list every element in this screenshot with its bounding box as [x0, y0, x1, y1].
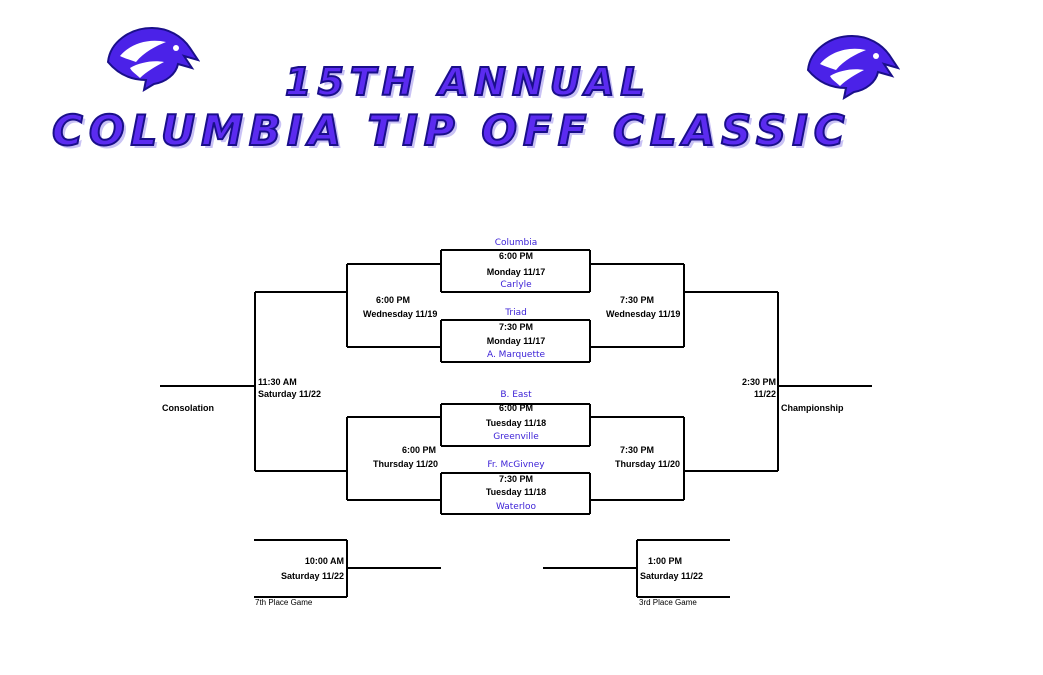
game-date: 11/22	[753, 389, 776, 399]
game-time: 6:00 PM	[401, 445, 436, 455]
eagle-head-icon	[806, 34, 900, 100]
game-time: 7:30 PM	[620, 445, 655, 455]
title-line-1: 15TH ANNUAL	[284, 59, 651, 105]
game-date: Tuesday 11/18	[485, 487, 547, 497]
game-date: Saturday 11/22	[280, 571, 344, 581]
team-b-east: B. East	[500, 390, 532, 400]
game-date: Saturday 11/22	[640, 571, 704, 581]
game-time: 6:00 PM	[375, 295, 410, 305]
team-greenville: Greenville	[493, 432, 539, 442]
game-time: 10:00 AM	[304, 556, 344, 566]
game-time: 6:00 PM	[498, 403, 533, 413]
seventh-place-label: 7th Place Game	[255, 598, 313, 607]
eagle-head-icon	[106, 26, 200, 92]
third-place-label: 3rd Place Game	[639, 598, 697, 607]
team-waterloo: Waterloo	[495, 502, 537, 512]
consolation-label: Consolation	[162, 403, 214, 413]
team-fr-mcgivney: Fr. McGivney	[487, 460, 545, 470]
game-time: 1:00 PM	[648, 556, 683, 566]
game-date: Thursday 11/20	[615, 459, 681, 469]
team-carlyle: Carlyle	[500, 280, 532, 290]
game-time: 7:30 PM	[498, 322, 533, 332]
game-date: Monday 11/17	[486, 267, 546, 277]
game-time: 2:30 PM	[741, 377, 776, 387]
game-time: 7:30 PM	[620, 295, 655, 305]
game-time: 6:00 PM	[498, 251, 533, 261]
team-columbia: Columbia	[494, 238, 538, 248]
team-a-marquette: A. Marquette	[486, 350, 546, 360]
game-time: 11:30 AM	[258, 377, 297, 387]
game-date: Wednesday 11/19	[606, 309, 681, 319]
championship-label: Championship	[781, 403, 844, 413]
game-date: Saturday 11/22	[258, 389, 322, 399]
game-time: 7:30 PM	[498, 474, 533, 484]
game-date: Tuesday 11/18	[485, 418, 547, 428]
title-line-2: COLUMBIA TIP OFF CLASSIC	[51, 105, 851, 156]
game-date: Thursday 11/20	[373, 459, 439, 469]
game-date: Wednesday 11/19	[363, 309, 438, 319]
team-triad: Triad	[505, 308, 527, 318]
game-date: Monday 11/17	[486, 336, 546, 346]
